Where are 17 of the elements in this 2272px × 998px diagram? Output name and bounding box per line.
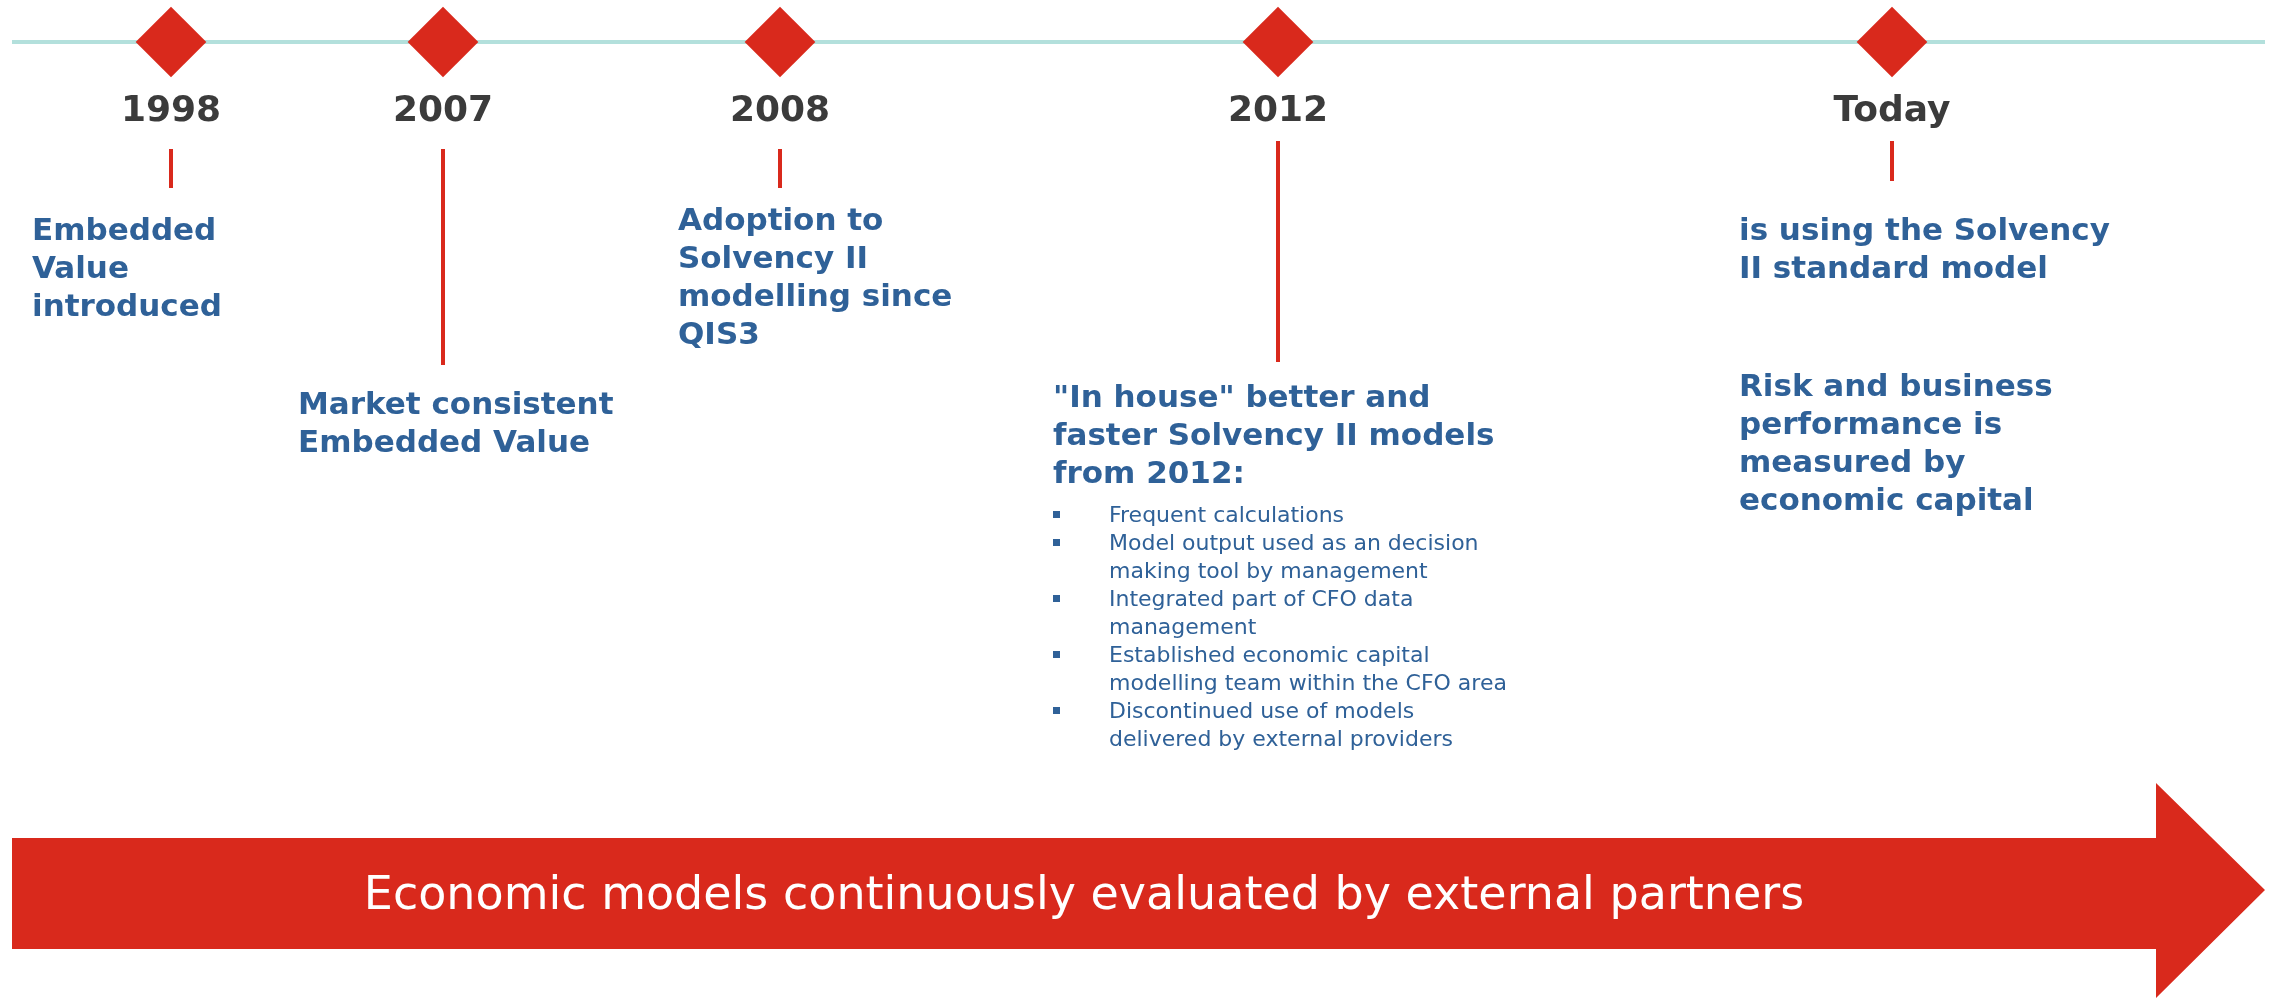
banner-text: Economic models continuously evaluated by external partners <box>363 866 1805 920</box>
milestone-text: is using the Solvency II standard model <box>1739 210 2111 286</box>
bullet-text: Frequent calculations <box>1109 502 1345 527</box>
year-label: Today <box>1833 88 1951 129</box>
year-label: 2008 <box>729 88 831 129</box>
year-label: 2012 <box>1227 88 1329 129</box>
milestone-text: Embedded Value introduced <box>32 210 223 324</box>
bullet-text: Established economic capital modelling team within the CFO area <box>1109 642 1507 695</box>
milestone-text: Market consistent Embedded Value <box>298 384 615 460</box>
bullet-text: Discontinued use of models delivered by external providers <box>1109 698 1453 751</box>
milestone-text: "In house" better and faster Solvency II models from 2012: <box>1053 377 1496 491</box>
milestone-text: Risk and business performance is measured by economic capital <box>1739 366 2054 518</box>
bullet-text: Model output used as an decision making tool by management <box>1109 530 1479 583</box>
milestone-text: Adoption to Solvency II modelling since QIS3 <box>678 200 954 352</box>
bullet-text: Integrated part of CFO data management <box>1109 586 1414 639</box>
year-label: 2007 <box>392 88 494 129</box>
year-label: 1998 <box>120 88 222 129</box>
